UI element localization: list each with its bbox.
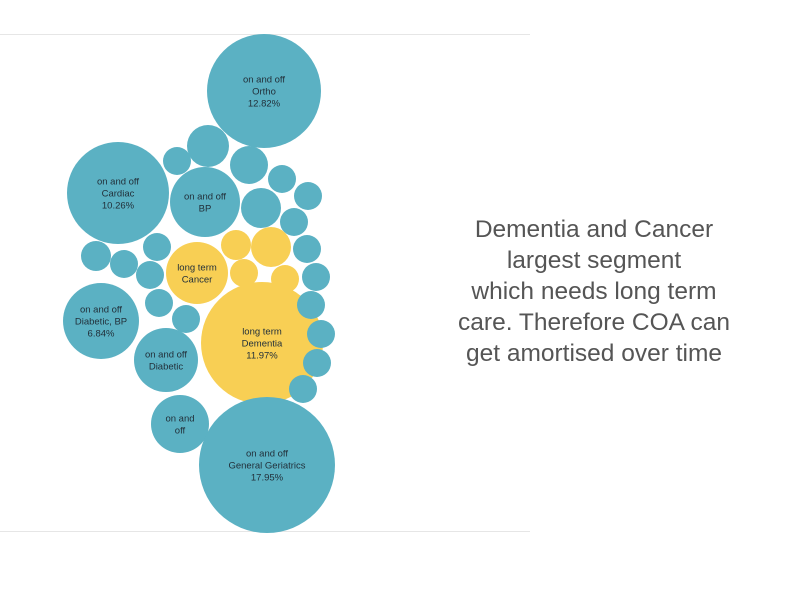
bubble-cancer	[166, 242, 228, 304]
bubble	[271, 265, 299, 293]
bubble	[145, 289, 173, 317]
bubble	[289, 375, 317, 403]
bubble	[294, 182, 322, 210]
caption-text: Dementia and Cancer largest segment whic…	[418, 214, 770, 369]
bubble	[110, 250, 138, 278]
bubble	[163, 147, 191, 175]
caption-line: which needs long term	[471, 278, 717, 305]
bubble-label: Diabetic	[149, 361, 184, 372]
bubble-unnamed	[151, 395, 209, 453]
bubble-label: Ortho	[252, 86, 276, 97]
bubble-label: 12.82%	[248, 98, 281, 109]
bubble-label: on and off	[246, 448, 288, 459]
bubble-label: General Geriatrics	[228, 460, 305, 471]
bubble	[280, 208, 308, 236]
bubble-label: Diabetic, BP	[75, 316, 127, 327]
bubble	[268, 165, 296, 193]
bubble-label: on and off	[243, 74, 285, 85]
caption-line: get amortised over time	[466, 340, 722, 367]
bubble-diabetic-bp	[63, 283, 139, 359]
bubble-label: on and off	[145, 349, 187, 360]
bubble	[143, 233, 171, 261]
bubble-label: long term	[177, 262, 217, 273]
bubble-label: 6.84%	[88, 328, 115, 339]
caption-line: care. Therefore COA can	[458, 309, 730, 336]
bubble-bp	[170, 167, 240, 237]
bubble	[81, 241, 111, 271]
caption-line: largest segment	[506, 247, 682, 274]
bubble	[251, 227, 291, 267]
bubble-label: BP	[199, 203, 212, 214]
bubble	[187, 125, 229, 167]
bubble-diabetic	[134, 328, 198, 392]
bubble-cardiac	[67, 142, 169, 244]
bubble-label: 10.26%	[102, 200, 135, 211]
caption-line: Dementia and Cancer	[474, 216, 714, 243]
bubble-label: long term	[242, 326, 282, 337]
bubble-label: on and off	[184, 191, 226, 202]
bubble-label: 11.97%	[246, 350, 278, 361]
bubble-dementia	[201, 282, 323, 404]
bubble	[293, 235, 321, 263]
bubble-ortho	[207, 34, 321, 148]
bubble	[172, 305, 200, 333]
bubble-label: on and off	[80, 304, 122, 315]
bubble	[221, 230, 251, 260]
bubble-label: 17.95%	[251, 472, 284, 483]
bubble	[303, 349, 331, 377]
bubble	[230, 146, 268, 184]
bubble	[241, 188, 281, 228]
bubble-general-geriatrics	[199, 397, 335, 533]
bubble	[302, 263, 330, 291]
bubble	[297, 291, 325, 319]
bubble-label: Cancer	[182, 274, 213, 285]
bubble-label: on and	[165, 413, 194, 424]
bubble-label: Dementia	[242, 338, 283, 349]
bubble-label: on and off	[97, 176, 139, 187]
bubble-label: Cardiac	[102, 188, 135, 199]
bubble	[136, 261, 164, 289]
bubble	[230, 259, 258, 287]
bubble	[307, 320, 335, 348]
bubble-label: off	[175, 425, 186, 436]
